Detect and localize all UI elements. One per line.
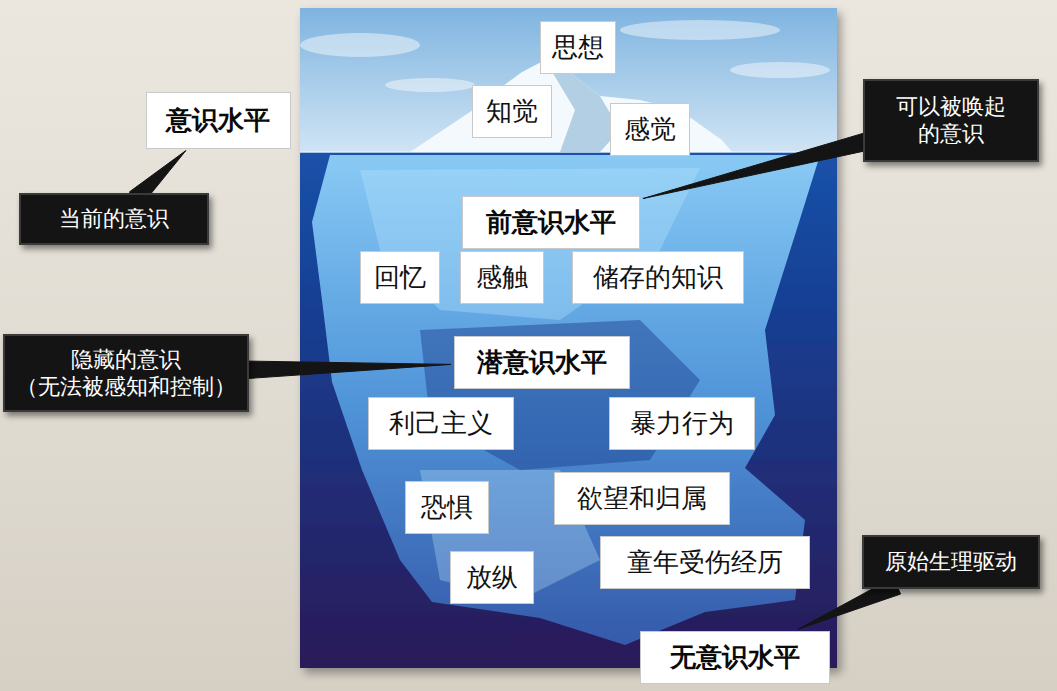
level-label-box: 意识水平: [146, 92, 291, 149]
callout-box: 原始生理驱动: [862, 535, 1040, 589]
node-text: 感觉: [624, 113, 676, 146]
node-text: 前意识水平: [486, 206, 616, 239]
node-text: 隐藏的意识: [71, 346, 181, 374]
level-label-box: 无意识水平: [640, 631, 830, 684]
node-text: 意识水平: [166, 104, 270, 137]
node-text: 回忆: [374, 261, 426, 294]
node-text: 童年受伤经历: [627, 546, 783, 579]
content-box: 欲望和归属: [554, 472, 730, 525]
callout-box: 当前的意识: [19, 193, 209, 245]
node-text: 暴力行为: [630, 407, 734, 440]
content-box: 恐惧: [405, 481, 489, 534]
level-label-box: 前意识水平: [462, 196, 640, 249]
node-text: 恐惧: [421, 491, 473, 524]
node-text: 思想: [552, 31, 604, 64]
node-text: 利己主义: [389, 407, 493, 440]
content-box: 感觉: [610, 103, 690, 156]
callout-box: 隐藏的意识（无法被感知和控制）: [3, 334, 249, 412]
underwater-iceberg: [312, 155, 820, 645]
node-text: 无意识水平: [670, 641, 800, 674]
content-box: 感触: [460, 251, 544, 304]
node-text: 储存的知识: [593, 261, 723, 294]
node-text: 放纵: [466, 561, 518, 594]
node-text: 知觉: [486, 95, 538, 128]
content-box: 放纵: [450, 551, 534, 604]
node-text: 可以被唤起的意识: [893, 93, 1009, 148]
content-box: 储存的知识: [572, 251, 744, 304]
node-text: 感触: [476, 261, 528, 294]
content-box: 童年受伤经历: [600, 536, 810, 589]
content-box: 利己主义: [368, 397, 514, 450]
content-box: 暴力行为: [609, 397, 755, 450]
content-box: 知觉: [472, 85, 552, 138]
node-subtext: （无法被感知和控制）: [16, 373, 236, 401]
callout-box: 可以被唤起的意识: [863, 79, 1039, 162]
level-label-box: 潜意识水平: [454, 336, 630, 389]
photo-frame: [300, 8, 837, 668]
callout-pointer: [241, 361, 451, 379]
sky: [300, 8, 837, 152]
content-box: 回忆: [360, 251, 440, 304]
node-text: 潜意识水平: [477, 346, 607, 379]
node-text: 当前的意识: [59, 205, 169, 233]
iceberg-shade: [545, 60, 620, 152]
content-box: 思想: [540, 21, 616, 74]
node-text: 原始生理驱动: [885, 548, 1017, 576]
node-text: 欲望和归属: [577, 482, 707, 515]
